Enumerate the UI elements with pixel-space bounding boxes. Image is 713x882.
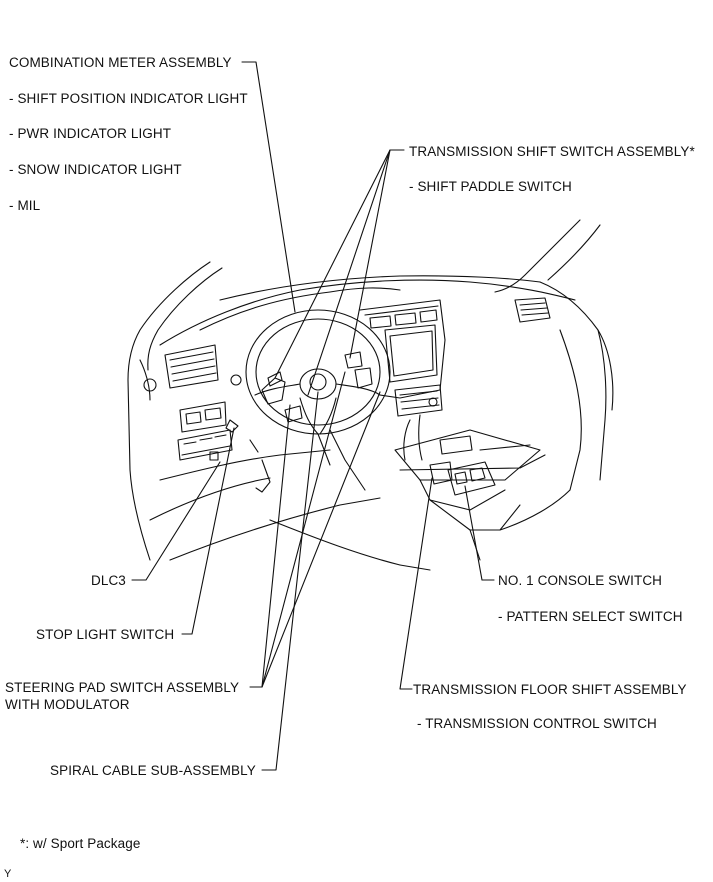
floor-shift-label: TRANSMISSION FLOOR SHIFT ASSEMBLY (413, 682, 687, 697)
footnote: *: w/ Sport Package (20, 836, 141, 851)
trans-shift-switch-label: TRANSMISSION SHIFT SWITCH ASSEMBLY* (409, 144, 695, 159)
steering-pad-label-line1: STEERING PAD SWITCH ASSEMBLY (5, 680, 240, 695)
shift-position-light-label: - SHIFT POSITION INDICATOR LIGHT (9, 91, 248, 106)
mil-label: - MIL (9, 198, 41, 213)
corner-mark: Y (4, 868, 12, 880)
combination-meter-label: COMBINATION METER ASSEMBLY (9, 55, 232, 70)
snow-light-label: - SNOW INDICATOR LIGHT (9, 162, 182, 177)
steering-pad-label-line2: WITH MODULATOR (5, 697, 130, 712)
console-switch-label: NO. 1 CONSOLE SWITCH (498, 573, 663, 588)
pwr-light-label: - PWR INDICATOR LIGHT (9, 126, 172, 141)
stop-light-switch-label: STOP LIGHT SWITCH (36, 627, 175, 642)
trans-control-switch-label: - TRANSMISSION CONTROL SWITCH (417, 716, 657, 731)
leader-lines (131, 61, 495, 771)
shift-paddle-label: - SHIFT PADDLE SWITCH (409, 179, 572, 194)
dlc3-label: DLC3 (91, 573, 126, 588)
pattern-select-label: - PATTERN SELECT SWITCH (498, 609, 683, 624)
spiral-cable-label: SPIRAL CABLE SUB-ASSEMBLY (50, 763, 256, 778)
dashboard-drawing (127, 219, 614, 571)
